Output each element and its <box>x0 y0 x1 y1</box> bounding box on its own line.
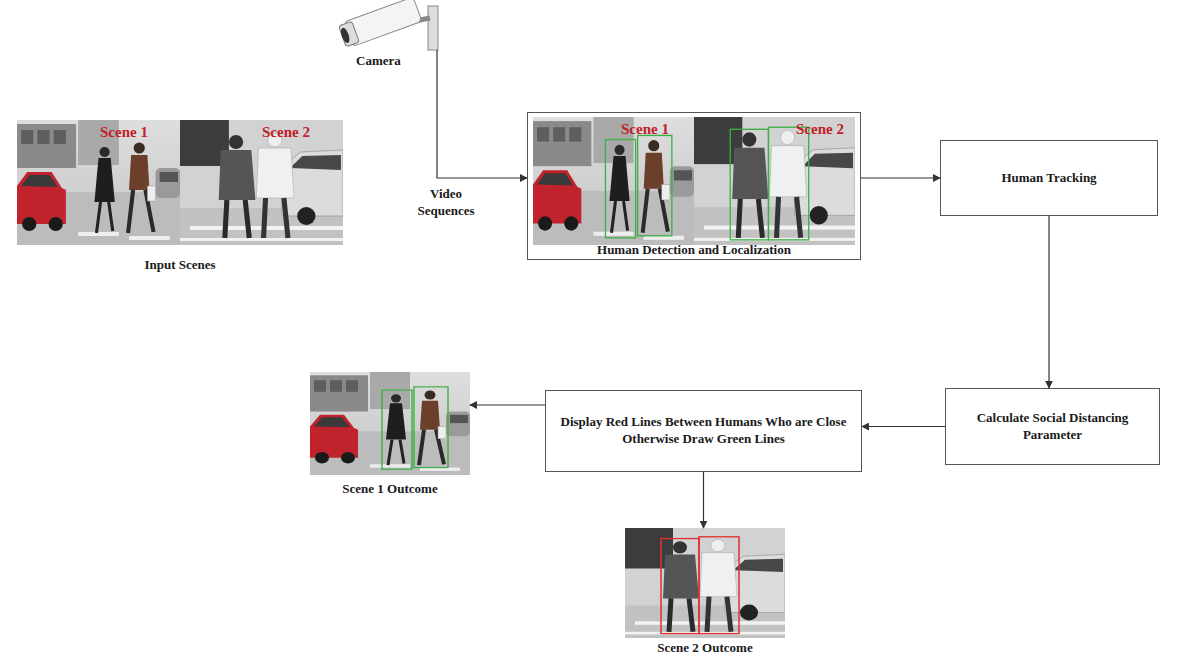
image-node: Scene 1Scene 2Input Scenes <box>17 120 343 245</box>
scene-label: Scene 1 <box>100 124 148 141</box>
process-box: Scene 1 Scene 2 Human Detection and Locali… <box>527 112 861 260</box>
flow-arrow <box>437 50 527 178</box>
camera-node: Camera <box>338 0 448 50</box>
scene-label: Scene 2 <box>262 124 310 141</box>
caption: Scene 2 Outcome <box>625 641 785 656</box>
flow-arrow <box>703 472 704 528</box>
node-label: Human Tracking <box>1001 170 1096 187</box>
process-box: Display Red Lines Between Humans Who are… <box>545 390 862 472</box>
edge-label: Video Sequences <box>404 186 488 220</box>
caption: Camera <box>356 54 401 69</box>
scene-label: Scene 2 <box>796 121 844 138</box>
flow-arrow <box>862 426 945 427</box>
scene-label: Scene 1 <box>621 121 669 138</box>
flow-arrow <box>1048 216 1049 388</box>
image-node: Scene 1 Outcome <box>310 372 470 475</box>
node-label: Calculate Social Distancing Parameter <box>956 410 1149 444</box>
caption: Human Detection and Localization <box>528 243 860 258</box>
process-box: Calculate Social Distancing Parameter <box>945 388 1160 465</box>
flow-arrow <box>861 177 940 178</box>
caption: Scene 1 Outcome <box>310 482 470 497</box>
image-node: Scene 2 Outcome <box>625 528 785 638</box>
caption: Input Scenes <box>17 258 343 273</box>
process-box: Human Tracking <box>940 140 1158 216</box>
node-label: Display Red Lines Between Humans Who are… <box>556 414 851 448</box>
flow-arrow <box>470 404 545 405</box>
